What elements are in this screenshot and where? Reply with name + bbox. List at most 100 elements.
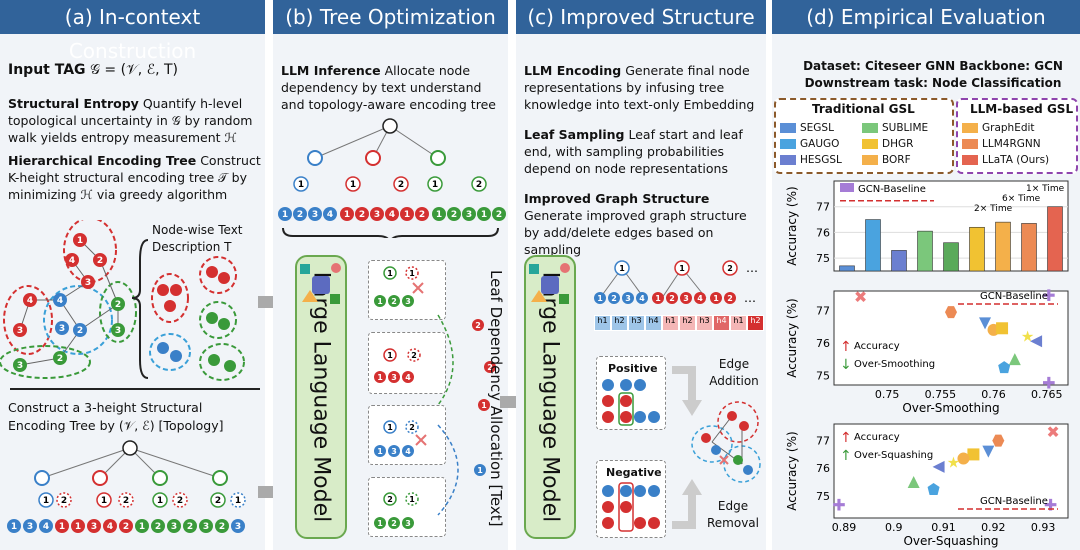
leaf-sampling-text: Leaf start and leaf end, with sampling p…	[524, 127, 743, 176]
bar-GAUGO	[865, 219, 881, 272]
svg-text:…: …	[744, 291, 756, 305]
svg-text:2: 2	[297, 210, 303, 220]
svg-text:1: 1	[404, 210, 410, 220]
svg-text:3: 3	[312, 210, 318, 220]
legend-label: SUBLIME	[882, 122, 929, 134]
svg-text:1: 1	[11, 522, 17, 532]
svg-text:3: 3	[85, 278, 91, 288]
llm-box-c-label: Large Language Model	[537, 271, 563, 523]
svg-text:3: 3	[683, 294, 689, 303]
svg-text:3: 3	[17, 361, 23, 371]
llm-encoding-block: LLM Encoding Generate final node represe…	[524, 62, 764, 113]
y-tick-label: 77	[816, 304, 830, 317]
legend-label: DHGR	[882, 138, 914, 150]
svg-text:2: 2	[155, 522, 161, 532]
y-tick-label: 76	[816, 462, 830, 475]
svg-text:4: 4	[389, 210, 395, 220]
svg-text:4: 4	[639, 294, 645, 303]
svg-text:2: 2	[398, 180, 404, 190]
positive-label: Positive	[608, 362, 658, 375]
time-label-1: 1× Time	[1026, 184, 1065, 194]
y-tick-label: 77	[816, 435, 830, 448]
legend-item: BORF	[862, 154, 911, 166]
legend-label: LLM4RGNN	[982, 138, 1041, 150]
panel-empirical-evaluation: (d) Empirical Evaluation Dataset: Citese…	[772, 0, 1080, 550]
structural-entropy-block: Structural Entropy Quantify h-level topo…	[8, 95, 263, 146]
svg-text:1: 1	[387, 423, 393, 432]
point-GCN-Baseline: ✚	[1044, 496, 1057, 515]
svg-text:1: 1	[377, 519, 383, 528]
svg-text:1: 1	[387, 351, 393, 360]
input-graph: 1 2 4 3 4 3 4 3 2 2 3 3 2	[0, 220, 245, 381]
time-label-2: 2× Time	[974, 204, 1013, 214]
edge-removal-label: Edge Removal	[706, 499, 759, 530]
h-cell: h2	[611, 315, 628, 331]
svg-text:1: 1	[377, 297, 383, 306]
svg-text:2: 2	[387, 495, 393, 504]
svg-text:2: 2	[391, 519, 397, 528]
x-tick-label: 0.755	[925, 388, 957, 401]
svg-text:1: 1	[139, 522, 145, 532]
llm-inference-text: Allocate node dependency by text underst…	[281, 63, 496, 112]
x-tick-label: 0.91	[931, 521, 956, 534]
x-tick-label: 0.9	[885, 521, 903, 534]
svg-text:1: 1	[157, 496, 163, 506]
improved-structure-block: Improved Graph Structure Generate improv…	[524, 190, 764, 258]
x-tick-label: 0.89	[832, 521, 857, 534]
panel-in-context-construction: (a) In-context Construction Input TAG 𝒢 …	[0, 0, 265, 550]
time-label-6: 6× Time	[1002, 194, 1041, 204]
svg-text:2: 2	[669, 294, 675, 303]
construct-text-1: Construct a 3-height Structural	[8, 400, 203, 415]
svg-text:2: 2	[57, 354, 63, 364]
svg-text:1: 1	[101, 496, 107, 506]
point-SUBLIME	[1008, 353, 1021, 366]
legend-item: DHGR	[862, 138, 913, 150]
panel-b-header: (b) Tree Optimization	[273, 0, 508, 34]
svg-text:3: 3	[405, 519, 411, 528]
llm-encoding-label: LLM Encoding	[524, 63, 622, 78]
h-cell: h4	[645, 315, 662, 331]
x-tick-label: 0.765	[1031, 388, 1063, 401]
legend-llm-title: LLM-based GSL	[970, 102, 1074, 116]
dataset-line: Dataset: Citeseer GNN Backbone: GCN	[803, 59, 1063, 73]
svg-text:1: 1	[655, 294, 661, 303]
metric-arrow-label: Over-Smoothing	[854, 359, 935, 370]
svg-text:1: 1	[619, 264, 625, 273]
legend-label: LLaTA (Ours)	[982, 154, 1050, 166]
point-LLM4RGNN	[992, 434, 1005, 447]
bar-HESGSL	[891, 250, 907, 272]
svg-text:3: 3	[374, 210, 380, 220]
y-tick-label: 75	[816, 490, 830, 503]
legend-item: SUBLIME	[862, 122, 928, 134]
svg-text:2: 2	[177, 496, 183, 506]
svg-text:…: …	[746, 261, 758, 275]
metric-arrow-icon: ↓	[840, 357, 852, 373]
h-cell: h3	[628, 315, 645, 331]
point-LLaTA (Ours): ✖	[854, 287, 867, 306]
legend-item: HESGSL	[780, 154, 842, 166]
hierarchical-text: Construct K-height structural encoding t…	[8, 153, 261, 202]
svg-text:3: 3	[203, 522, 209, 532]
svg-text:2: 2	[451, 210, 457, 220]
legend-label: HESGSL	[800, 154, 842, 166]
svg-text:2: 2	[219, 522, 225, 532]
legend-traditional-title: Traditional GSL	[812, 102, 915, 116]
h-cell: h2	[679, 315, 696, 331]
point-DHGR: ★	[1021, 327, 1034, 345]
llm-icons-c	[529, 263, 570, 304]
point-LLaTA (Ours): ✖	[1046, 422, 1059, 441]
embedding-tree: 1 1 2 … 1 2 3 4 1 2 3 4 1 2 …	[594, 260, 758, 305]
svg-text:2: 2	[61, 496, 67, 506]
svg-text:1: 1	[377, 447, 383, 456]
subtree-box-2	[368, 332, 446, 394]
x-tick-label: 0.76	[981, 388, 1006, 401]
llm-inference-label: LLM Inference	[281, 63, 381, 78]
legend-item: SEGSL	[780, 122, 834, 134]
svg-text:1: 1	[713, 294, 719, 303]
svg-text:2: 2	[487, 363, 493, 372]
point-BORF	[996, 322, 1009, 335]
bar-BORF	[969, 226, 985, 272]
pos-neg-pairs	[602, 379, 660, 532]
bar-DHGR	[943, 242, 959, 272]
